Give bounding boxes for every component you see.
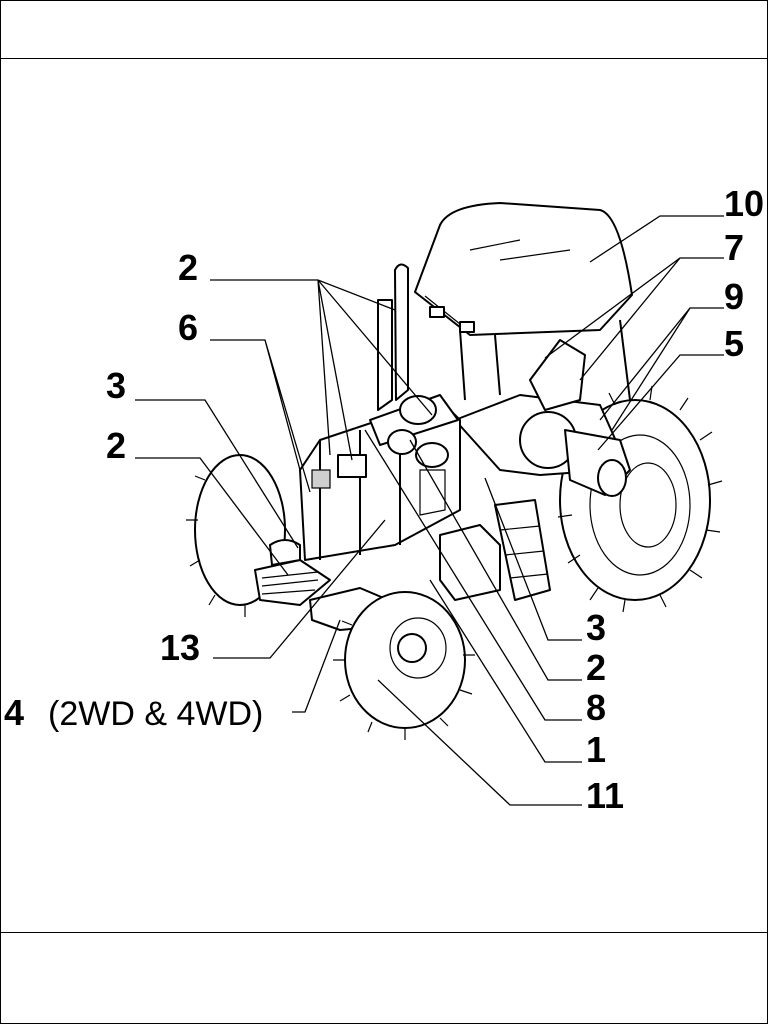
callout-13: 13 <box>160 627 200 668</box>
callout-7: 7 <box>724 227 744 268</box>
leader-lines <box>135 215 724 806</box>
tractor-illustration <box>186 202 723 740</box>
leader-5 <box>597 354 724 451</box>
callout-10: 10 <box>724 183 764 224</box>
callout-2-top: 2 <box>178 247 198 288</box>
callout-8: 8 <box>586 687 606 728</box>
leader-11 <box>377 679 582 806</box>
leader-7 <box>544 257 724 381</box>
leader-2c <box>409 439 582 681</box>
radiator-grille <box>254 539 331 606</box>
leader-2b <box>135 457 289 576</box>
leader-4 <box>292 619 341 713</box>
cab <box>414 202 633 401</box>
callout-4: 4 <box>4 692 24 733</box>
footer-rule <box>0 932 768 933</box>
callout-labels: 10 7 9 5 2 6 3 2 13 4 (2WD & 4WD) 3 2 8 … <box>4 183 764 816</box>
leader-13 <box>213 519 386 659</box>
leader-1 <box>429 579 582 763</box>
leader-8 <box>364 429 582 721</box>
leader-9 <box>599 307 724 431</box>
leader-2a <box>210 279 433 461</box>
transmission-housing <box>454 339 631 497</box>
callout-2-right: 2 <box>586 647 606 688</box>
leader-6 <box>210 339 311 493</box>
callout-2-left: 2 <box>106 425 126 466</box>
callout-4-note: (2WD & 4WD) <box>48 695 263 733</box>
leader-3b <box>484 477 582 641</box>
callout-3-right: 3 <box>586 607 606 648</box>
leader-10 <box>589 215 724 263</box>
callout-3-left: 3 <box>106 365 126 406</box>
callout-6: 6 <box>178 307 198 348</box>
header-rule <box>0 58 768 59</box>
callout-11: 11 <box>586 775 624 816</box>
fuel-tank-steps <box>439 499 551 601</box>
exhaust-stack <box>377 263 409 411</box>
engine-block <box>299 394 461 561</box>
callout-5: 5 <box>724 323 744 364</box>
leader-3a <box>135 399 299 549</box>
callout-1: 1 <box>586 729 606 770</box>
front-wheel <box>333 591 475 740</box>
callout-9: 9 <box>724 276 744 317</box>
